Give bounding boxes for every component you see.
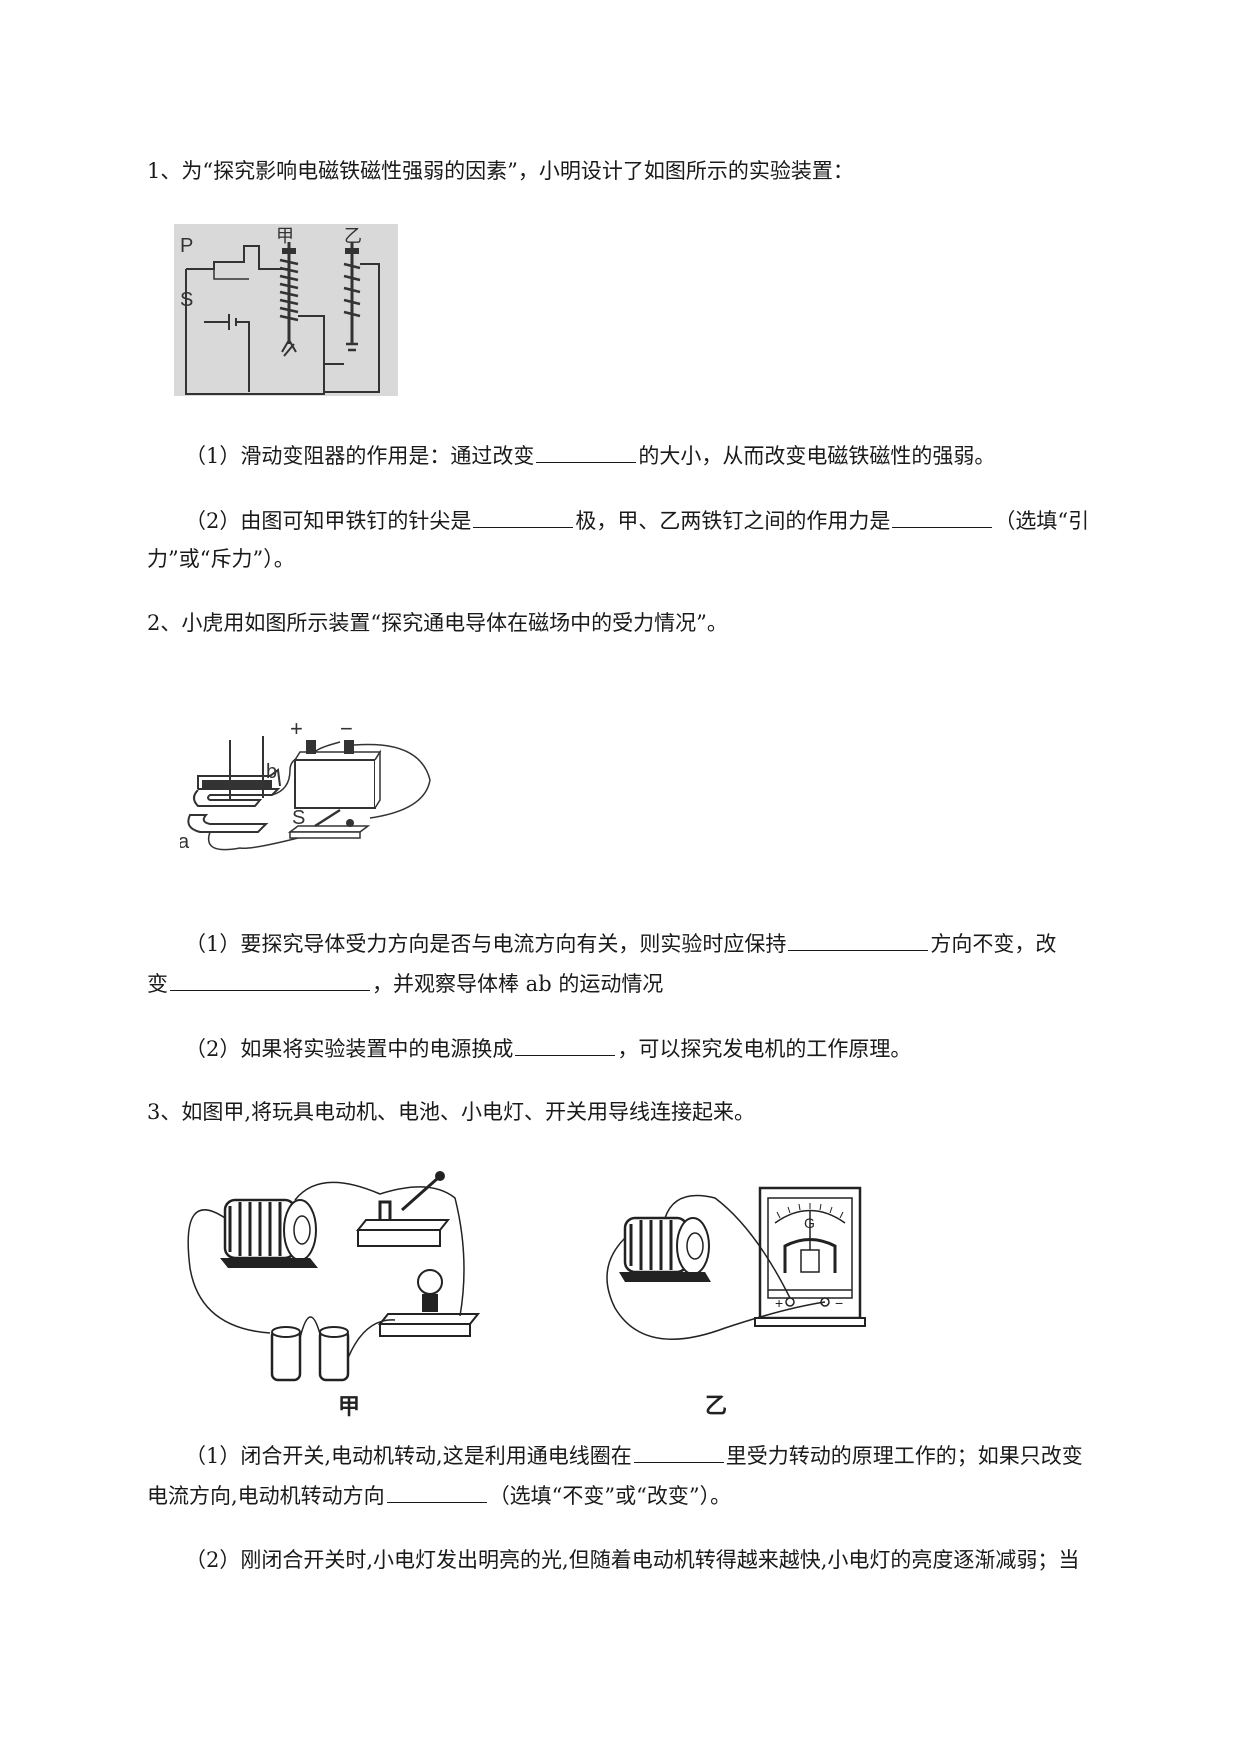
label-jia: 甲 [338, 1394, 360, 1418]
q2-part1-cont: 变 ，并观察导体棒 ab 的运动情况 [147, 968, 663, 999]
q2-part1-text-c: 变 [147, 972, 168, 996]
q3-figure-jia-motor-circuit: 甲 [187, 1171, 481, 1418]
q1-part1-text-a: （1）滑动变阻器的作用是：通过改变 [185, 444, 535, 468]
answer-blank[interactable] [788, 928, 929, 951]
q1-stem: 1、为“探究影响电磁铁磁性强弱的因素”，小明设计了如图所示的实验装置： [147, 159, 854, 183]
label-jia: 甲 [276, 226, 294, 246]
q3-part1-text-c: 电流方向,电动机转动方向 [147, 1484, 385, 1508]
q1-figure-electromagnet: P S 甲 乙 [174, 224, 398, 396]
q3-stem: 3、如图甲,将玩具电动机、电池、小电灯、开关用导线连接起来。 [147, 1100, 756, 1124]
q3-figure-yi-generator-galvanometer: G + − 乙 [606, 1186, 866, 1418]
label-minus: − [835, 1295, 843, 1311]
q3-part1-text-b: 里受力转动的原理工作的；如果只改变 [725, 1444, 1083, 1468]
label-yi: 乙 [705, 1393, 727, 1418]
q2-stem: 2、小虎用如图所示装置“探究通电导体在磁场中的受力情况”。 [147, 611, 728, 635]
label-p: P [180, 235, 193, 257]
q1-part2: （2）由图可知甲铁钉的针尖是 极，甲、乙两铁钉之间的作用力是 （选填“引 [185, 505, 1089, 536]
answer-blank[interactable] [536, 440, 637, 463]
label-b: b [266, 761, 277, 783]
label-plus: + [775, 1295, 783, 1311]
q1-part2-cont: 力”或“斥力”）。 [147, 547, 295, 571]
q2-part1-text-a: （1）要探究导体受力方向是否与电流方向有关，则实验时应保持 [185, 932, 787, 956]
label-g: G [804, 1215, 815, 1231]
q3-part1: （1）闭合开关,电动机转动,这是利用通电线圈在 里受力转动的原理工作的；如果只改变 [185, 1440, 1083, 1471]
q3-part1-text-d: （选填“不变”或“改变”）。 [488, 1484, 732, 1508]
q3-part1-cont: 电流方向,电动机转动方向 （选填“不变”或“改变”）。 [147, 1480, 731, 1511]
q2-part1-text-b: 方向不变，改 [930, 932, 1057, 956]
q2-figure-force-on-conductor: + − a b S [180, 716, 431, 853]
q1-part1: （1）滑动变阻器的作用是：通过改变 的大小，从而改变电磁铁磁性的强弱。 [185, 440, 995, 471]
label-a: a [180, 831, 190, 853]
label-plus: + [290, 716, 303, 741]
q1-part2-text-c: （选填“引 [994, 509, 1090, 533]
q3-part2: （2）刚闭合开关时,小电灯发出明亮的光,但随着电动机转得越来越快,小电灯的亮度逐… [185, 1548, 1080, 1572]
q2-part2-text-b: ，可以探究发电机的工作原理。 [617, 1037, 912, 1061]
answer-blank[interactable] [473, 505, 574, 528]
q3-part1-text-a: （1）闭合开关,电动机转动,这是利用通电线圈在 [185, 1444, 632, 1468]
answer-blank[interactable] [386, 1480, 487, 1503]
label-minus: − [340, 716, 353, 741]
q1-part1-text-b: 的大小，从而改变电磁铁磁性的强弱。 [638, 444, 996, 468]
answer-blank[interactable] [892, 505, 993, 528]
label-s: S [180, 289, 193, 311]
label-yi: 乙 [344, 226, 362, 246]
q1-part2-text-b: 极，甲、乙两铁钉之间的作用力是 [575, 509, 891, 533]
answer-blank[interactable] [515, 1033, 616, 1056]
q2-part1: （1）要探究导体受力方向是否与电流方向有关，则实验时应保持 方向不变，改 [185, 928, 1056, 959]
q2-part2-text-a: （2）如果将实验装置中的电源换成 [185, 1037, 514, 1061]
q1-part2-text-a: （2）由图可知甲铁钉的针尖是 [185, 509, 472, 533]
label-s: S [292, 807, 305, 829]
q2-part2: （2）如果将实验装置中的电源换成 ，可以探究发电机的工作原理。 [185, 1033, 911, 1064]
answer-blank[interactable] [633, 1440, 724, 1463]
answer-blank[interactable] [170, 968, 370, 991]
q2-part1-text-d: ，并观察导体棒 ab 的运动情况 [372, 972, 664, 996]
